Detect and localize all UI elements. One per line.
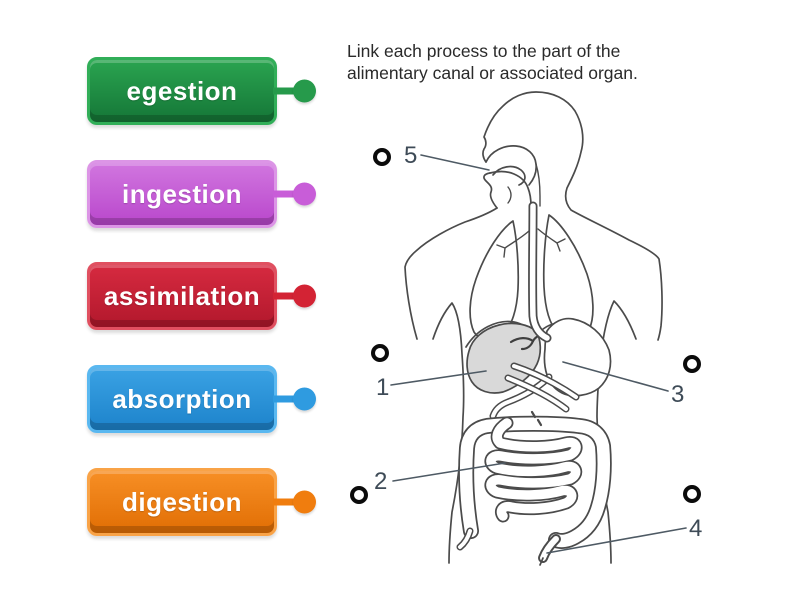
instructions-line-1: Link each process to the part of the (347, 41, 621, 61)
connector-stem (273, 498, 295, 506)
instructions-line-2: alimentary canal or associated organ. (347, 63, 638, 83)
label-number-1: 1 (376, 374, 389, 401)
stomach (543, 317, 612, 397)
large-intestine (460, 424, 604, 547)
label-leader-lines (390, 154, 687, 554)
connector-dot-icon (293, 490, 316, 514)
target-ring-2[interactable] (350, 486, 368, 504)
answer-tile-absorption[interactable]: absorption (87, 365, 316, 433)
answer-tile-egestion[interactable]: egestion (87, 57, 316, 125)
diaphragm (465, 320, 602, 348)
target-ring-4[interactable] (683, 485, 701, 503)
tile-label: egestion (126, 75, 238, 106)
body-outline (404, 91, 663, 564)
label-number-2: 2 (374, 468, 387, 495)
instructions-text: Link each process to the part of the ali… (347, 40, 638, 84)
label-number-3: 3 (671, 381, 684, 408)
tile-label: ingestion (121, 178, 243, 209)
connector-dot-icon (293, 182, 316, 206)
connector-stem (273, 292, 295, 300)
liver (466, 322, 548, 394)
connector-stem (273, 190, 295, 198)
tile-label: digestion (121, 486, 243, 517)
answer-tile-ingestion[interactable]: ingestion (87, 160, 316, 228)
connector-stem (273, 395, 295, 403)
target-ring-3[interactable] (683, 355, 701, 373)
connector-dot-icon (293, 284, 316, 308)
label-number-4: 4 (689, 515, 702, 542)
target-ring-5[interactable] (373, 148, 391, 166)
label-number-5: 5 (404, 142, 417, 169)
tile-label: assimilation (103, 280, 261, 311)
answer-tile-digestion[interactable]: digestion (87, 468, 316, 536)
rectum (540, 539, 556, 566)
connector-dot-icon (293, 79, 316, 103)
connector-dot-icon (293, 387, 316, 411)
tile-label: absorption (112, 383, 252, 414)
answer-tile-assimilation[interactable]: assimilation (87, 262, 316, 330)
connector-stem (273, 87, 295, 95)
target-ring-1[interactable] (371, 344, 389, 362)
label-numbers: 5 1 3 2 4 (374, 142, 702, 542)
duodenum (493, 366, 576, 416)
lungs (469, 214, 594, 341)
small-intestine (491, 410, 576, 516)
esophagus (496, 206, 566, 338)
